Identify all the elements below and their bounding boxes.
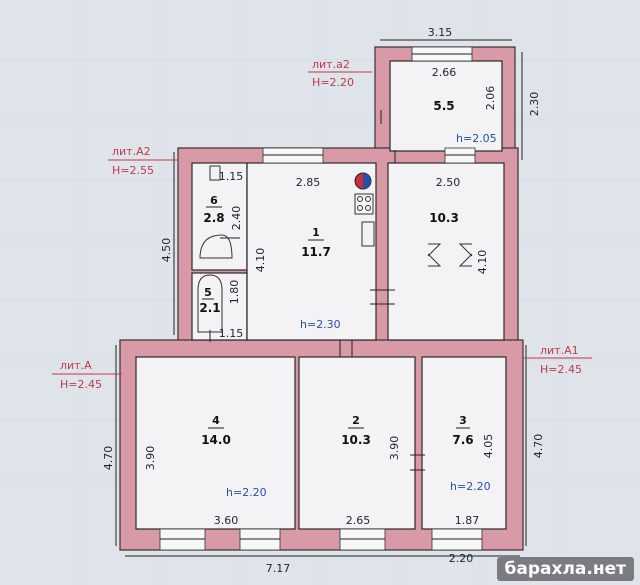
room-10-3-top xyxy=(387,162,505,341)
dim-1-15-bottom: 1.15 xyxy=(219,327,244,340)
room-5-5 xyxy=(389,60,503,152)
bathtub-icon xyxy=(199,234,233,259)
stairs-icon xyxy=(427,243,473,267)
height-r8: h=2.05 xyxy=(456,132,497,145)
dim-1-87: 1.87 xyxy=(455,514,480,527)
dim-2-65: 2.65 xyxy=(346,514,371,527)
room-7-area: 10.3 xyxy=(429,211,459,225)
boiler-icon-half xyxy=(363,173,371,189)
lit-A-label: лит.А H=2.45 xyxy=(52,359,122,391)
svg-text:H=2.20: H=2.20 xyxy=(312,76,354,89)
dim-2-66: 2.66 xyxy=(432,66,457,79)
dim-2-20: 2.20 xyxy=(449,552,474,565)
room-2-label: 2 10.3 xyxy=(341,414,371,447)
svg-text:лит.А2: лит.А2 xyxy=(112,145,151,158)
lit-A1-label: лит.А1 H=2.45 xyxy=(522,344,592,376)
room-5-label: 5 2.1 xyxy=(199,286,220,315)
lit-a2-label: лит.а2 H=2.20 xyxy=(308,58,372,89)
room-6-label: 6 2.8 xyxy=(203,194,224,225)
svg-text:1: 1 xyxy=(312,226,320,239)
dim-4-10-right: 4.10 xyxy=(476,250,489,275)
svg-text:11.7: 11.7 xyxy=(301,245,331,259)
dim-4-50: 4.50 xyxy=(160,238,173,263)
fixtures xyxy=(197,165,473,333)
height-r1: h=2.30 xyxy=(300,318,341,331)
dim-2-06: 2.06 xyxy=(484,86,497,111)
dim-3-60: 3.60 xyxy=(214,514,239,527)
dim-3-90-left: 3.90 xyxy=(144,446,157,471)
dim-2-30: 2.30 xyxy=(528,92,541,117)
dim-1-80: 1.80 xyxy=(228,280,241,305)
room-4-label: 4 14.0 xyxy=(201,414,231,447)
svg-text:7.6: 7.6 xyxy=(452,433,473,447)
svg-text:H=2.55: H=2.55 xyxy=(112,164,154,177)
dim-1-15-top: 1.15 xyxy=(219,170,244,183)
stove-icon xyxy=(354,193,374,215)
room-6 xyxy=(191,162,248,271)
svg-text:10.3: 10.3 xyxy=(341,433,371,447)
room-1-label: 1 11.7 xyxy=(301,226,331,259)
dimension-lines xyxy=(115,39,527,557)
svg-text:H=2.45: H=2.45 xyxy=(60,378,102,391)
dim-2-40: 2.40 xyxy=(230,206,243,231)
dim-4-70-right: 4.70 xyxy=(532,434,545,459)
dim-3-90-right: 3.90 xyxy=(388,436,401,461)
dim-2-85: 2.85 xyxy=(296,176,321,189)
room-5 xyxy=(191,272,248,341)
dim-4-70-left: 4.70 xyxy=(102,446,115,471)
watermark: барахла.нет xyxy=(496,557,634,581)
dim-3-15: 3.15 xyxy=(428,26,453,39)
dim-4-10-left: 4.10 xyxy=(254,248,267,273)
windows xyxy=(159,46,483,551)
room-3 xyxy=(421,356,507,530)
toilet-icon xyxy=(209,165,221,181)
sink-icon xyxy=(361,221,375,247)
room-4 xyxy=(135,356,296,530)
svg-text:2.1: 2.1 xyxy=(199,301,220,315)
dim-2-50: 2.50 xyxy=(436,176,461,189)
dim-7-17: 7.17 xyxy=(266,562,291,575)
svg-text:2.8: 2.8 xyxy=(203,211,224,225)
svg-text:2: 2 xyxy=(352,414,360,427)
svg-text:4: 4 xyxy=(212,414,220,427)
svg-text:лит.а2: лит.а2 xyxy=(312,58,350,71)
svg-text:лит.А: лит.А xyxy=(60,359,92,372)
svg-text:3: 3 xyxy=(459,414,467,427)
dim-4-05: 4.05 xyxy=(482,434,495,459)
doors xyxy=(209,110,425,471)
room-2 xyxy=(298,356,416,530)
lit-A2-label: лит.А2 H=2.55 xyxy=(108,145,178,177)
svg-text:H=2.45: H=2.45 xyxy=(540,363,582,376)
svg-text:лит.А1: лит.А1 xyxy=(540,344,579,357)
height-r4: h=2.20 xyxy=(226,486,267,499)
height-r3: h=2.20 xyxy=(450,480,491,493)
toilet-niche-icon xyxy=(197,274,223,333)
svg-text:14.0: 14.0 xyxy=(201,433,231,447)
svg-text:5: 5 xyxy=(204,286,212,299)
svg-text:6: 6 xyxy=(210,194,218,207)
room-8-area: 5.5 xyxy=(433,99,454,113)
room-3-label: 3 7.6 xyxy=(452,414,473,447)
